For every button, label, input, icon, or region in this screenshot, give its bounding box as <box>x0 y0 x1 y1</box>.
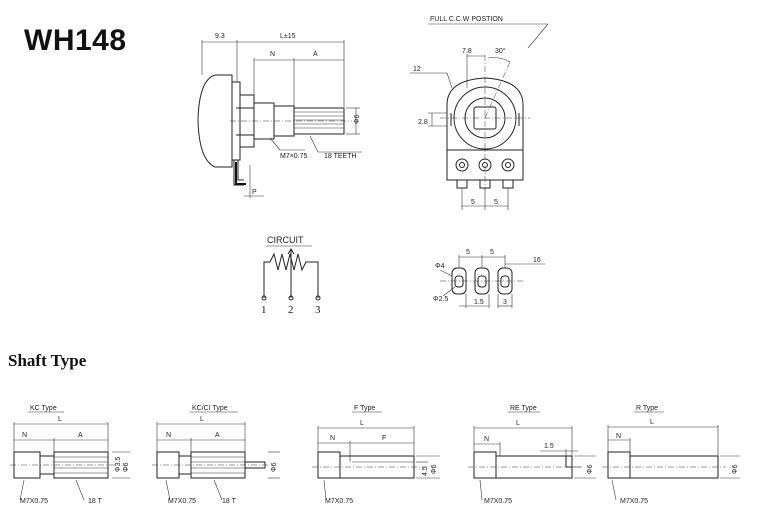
shaft-f-dia: Φ6 <box>431 464 438 474</box>
fp-dim-d4: Φ4 <box>435 263 445 270</box>
shaft-kc-ci-type: KC/CI Type N L A M7X0.75 18 T Φ6 <box>152 405 280 505</box>
circuit-diagram: CIRCUIT 1 2 3 <box>261 235 321 316</box>
shaft-kcci-a: A <box>215 432 220 439</box>
shaft-kc-l: L <box>58 416 62 423</box>
shaft-re-thread: M7X0.75 <box>484 498 512 505</box>
shaft-re-n: N <box>484 436 489 443</box>
dim-pitch-5a: 5 <box>471 199 475 206</box>
shaft-f-type: F Type N L F M7X0.75 Φ6 4.5 <box>312 405 440 505</box>
dim-l-15: L±15 <box>280 33 296 40</box>
shaft-kc-label: KC Type <box>30 405 57 412</box>
shaft-kc-dia2: Φ3.5 <box>115 457 122 472</box>
shaft-f-f: F <box>382 435 386 442</box>
dim-diameter-6: Φ6 <box>354 114 361 124</box>
shaft-kcci-n: N <box>166 432 171 439</box>
shaft-r-label: R Type <box>636 405 658 412</box>
shaft-type-heading: Shaft Type <box>8 351 87 370</box>
fp-dim-16: 16 <box>533 257 541 264</box>
shaft-kc-n: N <box>22 432 27 439</box>
dim-n: N <box>270 51 275 58</box>
fp-dim-5a: 5 <box>466 249 470 256</box>
dim-a: A <box>313 51 318 58</box>
circuit-heading: CIRCUIT <box>267 235 304 245</box>
label-thread: M7×0.75 <box>280 153 308 160</box>
shaft-f-n: N <box>330 435 335 442</box>
fp-dim-1-5: 1.5 <box>474 299 484 306</box>
shaft-f-l: L <box>360 420 364 427</box>
dim-7-8: 7.8 <box>462 48 472 55</box>
dim-p: P <box>252 189 257 196</box>
shaft-re-label: RE Type <box>510 405 537 412</box>
fp-dim-5b: 5 <box>490 249 494 256</box>
shaft-re-slot: 1.5 <box>544 443 554 450</box>
shaft-kc-dia: Φ6 <box>123 462 130 472</box>
pcb-footprint: 5 5 16 Φ4 Φ2.5 1.5 3 <box>433 249 545 308</box>
circuit-pin-1: 1 <box>261 304 267 316</box>
shaft-kc-a: A <box>78 432 83 439</box>
shaft-kcci-l: L <box>200 416 204 423</box>
shaft-kcci-dia: Φ6 <box>271 462 278 472</box>
dim-12: 12 <box>413 66 421 73</box>
shaft-re-l: L <box>516 420 520 427</box>
page-title: WH148 <box>24 24 127 57</box>
dim-angle-30: 30° <box>495 47 506 55</box>
shaft-re-type: RE Type N L 1.5 M7X0.75 Φ6 <box>468 405 596 505</box>
shaft-kc-teeth: 18 T <box>88 498 103 505</box>
front-view: FULL C.C.W POSTION 7.8 30° 12 2.8 5 5 <box>410 16 549 210</box>
side-view: 9.3 L±15 N A Φ6 P M7×0.75 18 TEETH <box>197 33 362 198</box>
shaft-r-dia: Φ6 <box>732 464 739 474</box>
shaft-kcci-teeth: 18 T <box>222 498 237 505</box>
shaft-r-type: R Type N L M7X0.75 Φ6 <box>602 405 740 505</box>
dim-2-8: 2.8 <box>418 119 428 126</box>
shaft-f-thread: M7X0.75 <box>325 498 353 505</box>
label-full-ccw-position: FULL C.C.W POSTION <box>430 16 503 23</box>
shaft-r-n: N <box>616 433 621 440</box>
shaft-kc-type: KC Type N L A M7X0.75 18 T Φ6 Φ3.5 <box>10 405 130 505</box>
shaft-f-label: F Type <box>354 405 375 412</box>
shaft-kcci-label: KC/CI Type <box>192 405 228 412</box>
shaft-kcci-thread: M7X0.75 <box>168 498 196 505</box>
circuit-pin-2: 2 <box>288 304 294 316</box>
shaft-r-thread: M7X0.75 <box>620 498 648 505</box>
fp-dim-3: 3 <box>503 299 507 306</box>
circuit-pin-3: 3 <box>315 304 321 316</box>
dim-pitch-5b: 5 <box>494 199 498 206</box>
shaft-re-dia: Φ6 <box>587 464 594 474</box>
shaft-f-flat: 4.5 <box>422 466 429 476</box>
label-teeth: 18 TEETH <box>324 153 357 160</box>
shaft-kc-thread: M7X0.75 <box>20 498 48 505</box>
dim-9-3: 9.3 <box>215 33 225 40</box>
shaft-r-l: L <box>650 419 654 426</box>
fp-dim-d2-5: Φ2.5 <box>433 296 448 303</box>
